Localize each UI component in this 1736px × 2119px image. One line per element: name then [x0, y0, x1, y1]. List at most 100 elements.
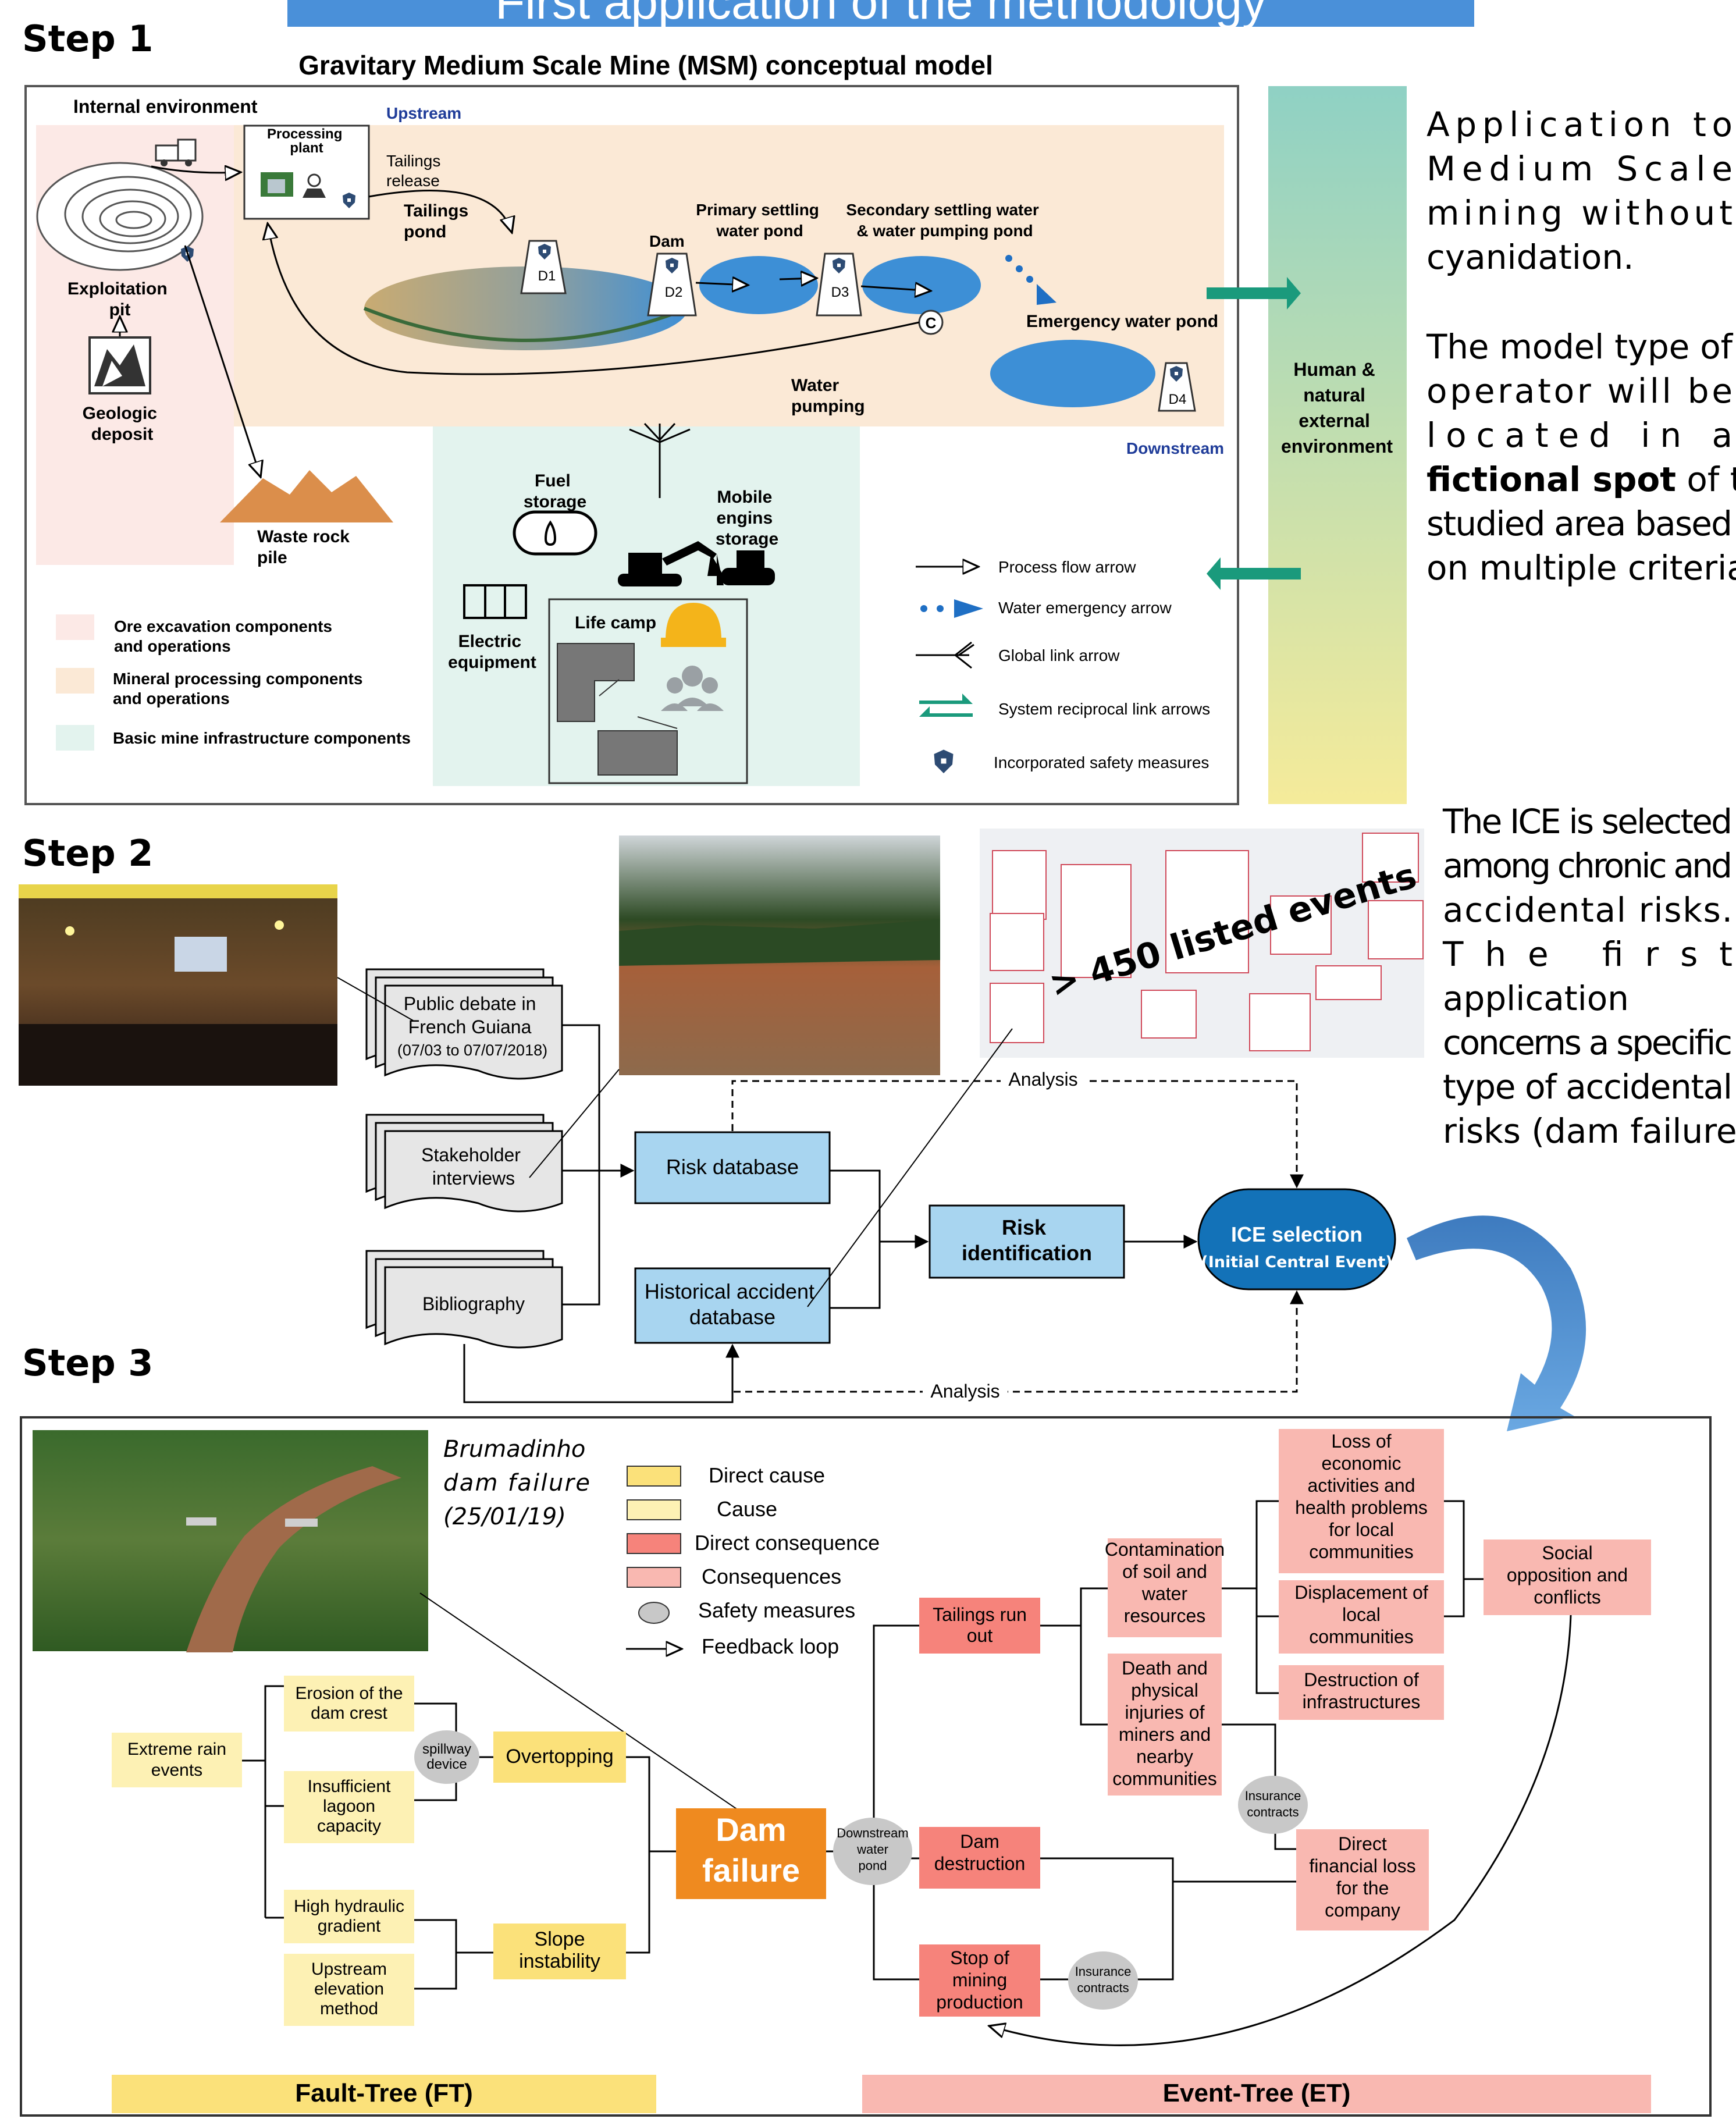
svg-text:D3: D3 — [831, 285, 849, 300]
component-legend: Ore excavation components and operations… — [56, 614, 411, 751]
brumadinho-link — [419, 1592, 754, 1821]
bulldozer-icon — [717, 550, 775, 585]
svg-text:The first: The first — [1442, 934, 1733, 974]
model-title: Gravitary Medium Scale Mine (MSM) concep… — [298, 50, 993, 80]
fault-tree-bar — [112, 2075, 656, 2113]
public-debate-photo — [19, 884, 337, 1086]
svg-text:located in a: located in a — [1426, 415, 1733, 455]
transition-curve-arrow — [1407, 1215, 1586, 1431]
primary-pond-label: Primary settling water pond — [696, 201, 823, 240]
people-icon — [661, 666, 724, 711]
svg-text:D2: D2 — [665, 285, 683, 300]
event-tree-bar — [862, 2075, 1651, 2113]
legend-safety: Incorporated safety measures — [994, 753, 1209, 771]
svg-text:type of accidental: type of accidental — [1443, 1067, 1733, 1107]
step1-side-text: Application to Medium Scale mining witho… — [1426, 105, 1736, 588]
human-environment-label: Human & natural external environment — [1281, 359, 1393, 457]
risk-identification-label: Risk identification — [962, 1215, 1092, 1265]
schema-link — [807, 1028, 1013, 1307]
svg-text:operator will be: operator will be — [1426, 371, 1733, 411]
fuel-tank-icon — [513, 510, 597, 556]
waste-rock-pile — [220, 470, 393, 522]
svg-text:accidental risks.: accidental risks. — [1443, 890, 1733, 930]
bibliography-doc: Bibliography — [365, 1250, 563, 1349]
step3-label: Step 3 — [22, 1342, 153, 1384]
internal-env-label: Internal environment — [73, 96, 258, 117]
svg-text:Consequences: Consequences — [702, 1565, 841, 1588]
step2-connectors — [463, 1024, 1304, 1403]
electric-equipment-label: Electric equipment — [448, 632, 536, 672]
debate-photo-link — [337, 977, 414, 1021]
human-environment-bar — [1268, 86, 1407, 804]
tailings-pond — [364, 266, 688, 350]
legend-reciprocal: System reciprocal link arrows — [998, 700, 1210, 718]
dam-d2: D2 — [647, 253, 697, 317]
fuel-storage-label: Fuel storage — [524, 471, 586, 511]
brumadinho-photo — [33, 1430, 428, 1652]
svg-text:fictional spot of the: fictional spot of the — [1426, 460, 1736, 499]
downstream-label: Downstream — [1126, 439, 1224, 457]
event-tree-label: Event-Tree (ET) — [1163, 2079, 1351, 2107]
svg-text:concerns a specific: concerns a specific — [1443, 1023, 1733, 1062]
electric-equipment-icon — [463, 584, 527, 619]
risk-database-label: Risk database — [666, 1155, 799, 1179]
geologic-deposit-icon — [88, 336, 151, 394]
svg-text:studied area based: studied area based — [1426, 504, 1733, 543]
tailings-release-arrow — [368, 190, 512, 233]
geologic-deposit-label: Geologic deposit — [83, 404, 162, 444]
legend-water-emergency: Water emergency arrow — [998, 599, 1172, 617]
risk-database-box — [634, 1131, 831, 1204]
svg-text:Stakeholder interviews: Stakeholder interviews — [421, 1144, 526, 1189]
risk-identification-box — [929, 1204, 1125, 1279]
legend-global-link: Global link arrow — [998, 646, 1120, 664]
emergency-pond — [990, 340, 1155, 407]
pump-icon: C — [918, 310, 944, 335]
secondary-pond-label: Secondary settling water & water pumping… — [846, 201, 1043, 240]
step3-legend: Direct cause Cause Direct consequence Co… — [626, 1463, 880, 1658]
svg-text:Feedback loop: Feedback loop — [702, 1634, 839, 1658]
event-tree-connectors — [826, 1500, 1572, 2046]
overtopping-node: Overtopping — [493, 1732, 626, 1783]
historical-db-box — [634, 1267, 831, 1344]
fault-tree-connectors — [242, 1685, 676, 1990]
public-debate-doc: Public debate in French Guiana (07/03 to… — [365, 968, 563, 1080]
svg-text:C: C — [926, 314, 937, 332]
helmet-icon — [661, 603, 726, 647]
svg-text:cyanidation.: cyanidation. — [1426, 237, 1634, 277]
arrow-legend: Process flow arrow Water emergency arrow… — [916, 558, 1210, 773]
svg-text:Bibliography: Bibliography — [422, 1293, 525, 1314]
brumadinho-label: Brumadinho dam failure (25/01/19) — [443, 1436, 599, 1530]
camp-building-2 — [597, 730, 678, 776]
svg-text:Direct cause: Direct cause — [709, 1463, 825, 1487]
reciprocal-arrow-right — [1207, 277, 1301, 310]
processing-plant-label: Processing plant — [267, 126, 346, 156]
svg-text:The ICE is selected: The ICE is selected — [1442, 802, 1733, 841]
waste-rock-label: Waste rock pile — [257, 527, 354, 567]
dam-label: Dam — [649, 232, 685, 250]
model-frame — [24, 85, 1239, 805]
dam-d4: D4 — [1158, 362, 1196, 412]
